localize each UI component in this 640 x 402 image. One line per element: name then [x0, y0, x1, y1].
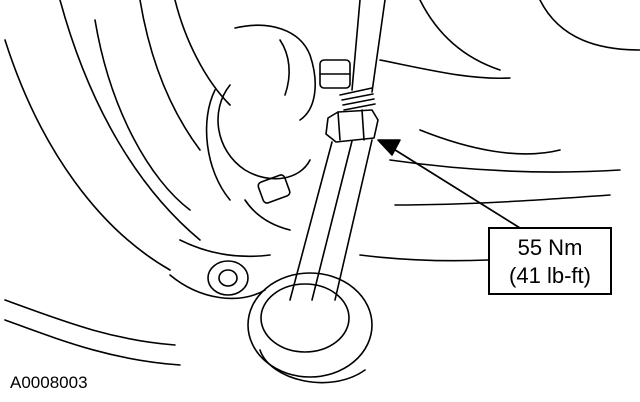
jam-nut — [325, 109, 379, 143]
lower-control-arm — [169, 174, 291, 300]
background-structure — [4, 0, 640, 366]
torque-leader-arrow — [377, 139, 521, 229]
torque-imperial-label: (41 lb-ft) — [509, 263, 591, 288]
figure-id-label: A0008003 — [10, 373, 88, 392]
torque-metric-label: 55 Nm — [517, 235, 583, 260]
upper-bracket — [205, 24, 351, 201]
torque-callout: 55 Nm (41 lb-ft) — [488, 227, 612, 295]
outer-tie-rod-end — [247, 272, 373, 384]
inner-tie-rod-threads — [339, 0, 386, 111]
